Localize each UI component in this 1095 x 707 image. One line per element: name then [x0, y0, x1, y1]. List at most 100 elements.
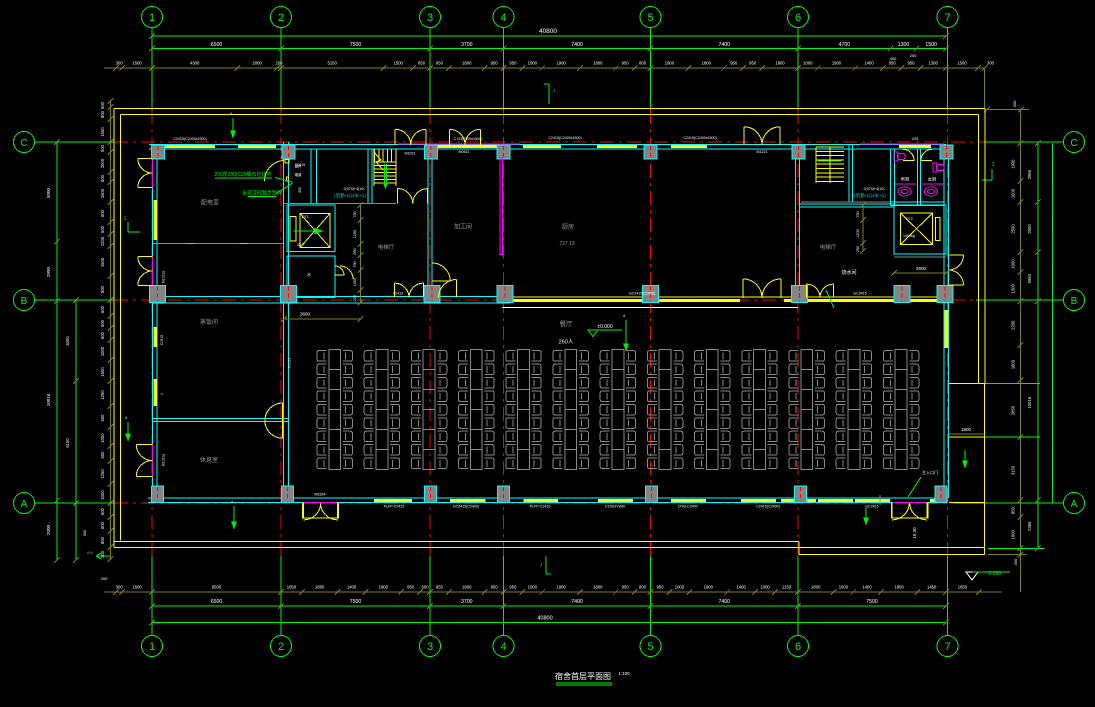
svg-text:300: 300: [83, 530, 87, 536]
svg-text:1500: 1500: [100, 367, 105, 377]
svg-text:1000: 1000: [528, 61, 538, 66]
svg-text:1800: 1800: [961, 427, 972, 432]
svg-text:2000: 2000: [253, 61, 263, 66]
svg-text:2000: 2000: [46, 524, 51, 535]
svg-text:7500: 7500: [350, 42, 362, 48]
svg-text:M1221: M1221: [757, 150, 768, 154]
svg-text:1500: 1500: [100, 257, 105, 267]
svg-text:烧水间: 烧水间: [841, 269, 856, 276]
svg-text:4: 4: [230, 111, 233, 116]
svg-text:7: 7: [944, 641, 950, 653]
svg-text:800: 800: [639, 585, 647, 590]
svg-text:750: 750: [856, 211, 860, 217]
svg-text:1800: 1800: [315, 585, 325, 590]
svg-text:餐厅: 餐厅: [560, 319, 574, 328]
svg-text:300: 300: [116, 61, 124, 66]
svg-text:1: 1: [149, 12, 155, 24]
svg-text:B: B: [1071, 296, 1078, 307]
svg-text:5: 5: [647, 641, 653, 653]
svg-text:女厕: 女厕: [928, 176, 936, 183]
svg-text:800: 800: [100, 536, 105, 544]
svg-text:1900: 1900: [1011, 159, 1016, 169]
svg-text:1900: 1900: [832, 61, 842, 66]
svg-text:3700: 3700: [461, 599, 473, 605]
svg-text:800: 800: [100, 521, 105, 529]
svg-text:PLFP-C2415: PLFP-C2415: [384, 505, 405, 509]
svg-text:6: 6: [795, 641, 801, 653]
svg-text:950: 950: [509, 585, 517, 590]
svg-text:2(075)+4(10): 2(075)+4(10): [344, 187, 365, 191]
svg-text:750: 750: [353, 261, 357, 267]
svg-text:宿舍首层平面图: 宿舍首层平面图: [555, 671, 611, 681]
svg-text:950: 950: [622, 61, 630, 66]
svg-text:200: 200: [910, 53, 917, 58]
svg-text:1000: 1000: [803, 61, 813, 66]
svg-text:1200: 1200: [856, 229, 860, 237]
svg-text:M1523: M1523: [288, 358, 292, 368]
svg-text:1300: 1300: [929, 61, 939, 66]
svg-text:3: 3: [427, 12, 433, 24]
svg-text:2600: 2600: [916, 266, 927, 271]
svg-text:950: 950: [436, 61, 444, 66]
svg-text:厨房: 厨房: [562, 223, 574, 231]
svg-text:4: 4: [623, 313, 626, 318]
svg-text:1500: 1500: [957, 61, 967, 66]
svg-text:200: 200: [276, 61, 284, 66]
svg-text:M1021a: M1021a: [162, 454, 166, 466]
svg-text:300: 300: [1013, 558, 1018, 565]
svg-text:1900: 1900: [665, 61, 675, 66]
svg-text:M1021: M1021: [405, 152, 416, 156]
svg-text:1000: 1000: [100, 346, 105, 356]
svg-text:2850: 2850: [1011, 405, 1016, 415]
svg-text:40800: 40800: [537, 616, 552, 622]
svg-text:2000: 2000: [100, 158, 105, 168]
svg-text:1000: 1000: [528, 585, 538, 590]
svg-text:GC2415: GC2415: [865, 505, 878, 509]
svg-text:1800: 1800: [462, 585, 472, 590]
svg-text:1500: 1500: [100, 127, 105, 137]
svg-text:800: 800: [100, 451, 105, 459]
svg-text:750: 750: [353, 211, 357, 217]
svg-text:950: 950: [889, 61, 897, 66]
svg-text:950: 950: [491, 585, 499, 590]
svg-text:800: 800: [100, 209, 105, 217]
svg-text:C2415(C2400x1500): C2415(C2400x1500): [173, 137, 206, 141]
svg-text:电梯厅: 电梯厅: [820, 243, 837, 251]
svg-text:7400: 7400: [571, 42, 583, 48]
svg-text:男厕: 男厕: [901, 177, 909, 183]
svg-text:1500: 1500: [100, 188, 105, 198]
svg-text:300: 300: [101, 576, 108, 581]
svg-text:1500: 1500: [132, 61, 142, 66]
svg-text:260人: 260人: [559, 339, 574, 346]
svg-text:5: 5: [647, 12, 653, 24]
svg-text:C2415: C2415: [393, 292, 404, 296]
svg-text:4: 4: [500, 641, 506, 653]
svg-text:1800: 1800: [462, 61, 472, 66]
svg-text:-0.030: -0.030: [987, 571, 1001, 577]
svg-text:1000: 1000: [675, 585, 685, 590]
svg-text:J: J: [540, 562, 542, 567]
svg-text:1500: 1500: [925, 42, 937, 48]
svg-text:800: 800: [298, 187, 302, 193]
svg-text:2966: 2966: [1027, 169, 1032, 179]
svg-text:600: 600: [100, 507, 105, 515]
svg-text:A: A: [1071, 499, 1078, 510]
svg-text:5150: 5150: [327, 61, 337, 66]
svg-text:1000: 1000: [100, 433, 105, 443]
svg-text:7500: 7500: [866, 599, 878, 605]
svg-text:加工间: 加工间: [454, 223, 472, 231]
svg-text:2: 2: [278, 12, 284, 24]
svg-text:1650: 1650: [958, 585, 968, 590]
svg-text:1250: 1250: [100, 390, 105, 400]
svg-text:1000: 1000: [1011, 259, 1016, 269]
svg-text:B: B: [21, 296, 28, 307]
svg-text:(后勤-1)(4米+1): (后勤-1)(4米+1): [334, 192, 366, 199]
svg-text:300: 300: [100, 550, 105, 558]
svg-text:7: 7: [944, 12, 950, 24]
svg-text:3700: 3700: [461, 42, 473, 48]
svg-text:1450: 1450: [927, 585, 937, 590]
svg-text:1: 1: [149, 641, 155, 653]
svg-text:1000: 1000: [1011, 188, 1016, 198]
svg-text:(后勤-1)(4米+1): (后勤-1)(4米+1): [854, 192, 886, 199]
svg-text:4000: 4000: [65, 336, 70, 346]
